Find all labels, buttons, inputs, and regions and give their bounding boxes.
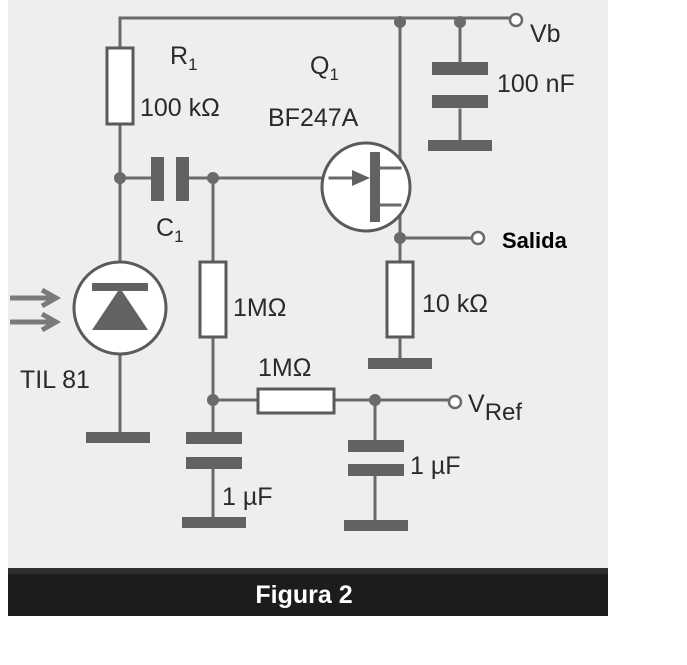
capacitor-left-1uf (186, 432, 242, 469)
wires (118, 16, 514, 524)
label-salida: Salida (502, 228, 568, 253)
junction-dots (114, 16, 466, 406)
label-r-source: 10 kΩ (422, 290, 488, 318)
resistor-ref-1m (256, 387, 336, 415)
resistor-r1 (105, 46, 135, 126)
terminal-vb (508, 12, 524, 28)
label-q1-part: BF247A (268, 104, 359, 132)
label-vref: VRef (468, 390, 522, 426)
resistor-gate-1m (198, 260, 228, 339)
label-r1: R1 (170, 42, 198, 74)
capacitor-100nf (432, 62, 488, 108)
jfet-q1 (320, 141, 412, 233)
terminal-vref (447, 394, 463, 410)
terminal-salida (470, 230, 486, 246)
caption-figura: Figura 2 (255, 581, 352, 609)
capacitor-right-1uf (348, 440, 404, 476)
label-r-gate: 1MΩ (233, 294, 286, 322)
label-c-top: 100 nF (497, 70, 575, 98)
caption-bar (8, 568, 608, 616)
label-c-left: 1 µF (222, 483, 273, 511)
photodiode-til81 (72, 260, 168, 356)
label-til81: TIL 81 (20, 366, 90, 394)
label-r1-value: 100 kΩ (140, 94, 220, 122)
resistor-source-10k (385, 260, 415, 339)
label-r-ref: 1MΩ (258, 354, 311, 382)
label-c-right: 1 µF (410, 452, 461, 480)
label-q1: Q1 (310, 52, 339, 84)
ground-symbols (86, 140, 492, 531)
light-arrows-icon (10, 287, 62, 333)
label-vb: Vb (530, 20, 561, 48)
capacitor-c1 (151, 157, 189, 201)
label-c1: C1 (156, 214, 184, 246)
